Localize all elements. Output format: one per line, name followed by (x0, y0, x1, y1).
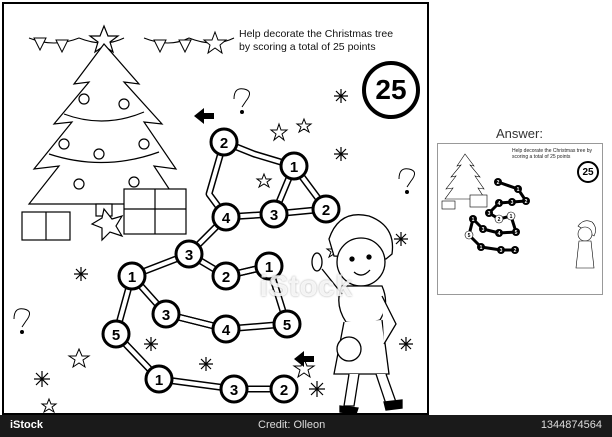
svg-text:3: 3 (488, 211, 491, 217)
svg-text:1: 1 (290, 159, 298, 176)
instructions-line-1: Help decorate the Christmas tree (239, 28, 394, 40)
svg-text:3: 3 (511, 200, 514, 206)
instructions-line-2: by scoring a total of 25 points (239, 41, 376, 53)
answer-artwork: 2 1 2 3 4 3 2 1 1 3 4 5 5 1 3 2 (441, 153, 596, 269)
presents (21, 188, 187, 242)
target-score: 25 (362, 61, 420, 119)
svg-text:5: 5 (468, 233, 471, 239)
svg-text:2: 2 (322, 202, 330, 219)
answer-thumbnail: 2 1 2 3 4 3 2 1 1 3 4 5 5 1 3 2 Help dec… (437, 143, 603, 295)
answer-label: Answer: (496, 126, 543, 141)
node-11[interactable]: 5 (272, 309, 302, 339)
node-5[interactable]: 3 (174, 239, 204, 269)
watermark: iStock (259, 270, 353, 303)
node-1[interactable]: 1 (279, 151, 309, 181)
node-0[interactable]: 2 (209, 127, 239, 157)
svg-text:1: 1 (265, 259, 273, 276)
answer-nodes: 2 1 2 3 4 3 2 1 1 3 4 5 5 1 3 2 (464, 178, 530, 254)
svg-text:1: 1 (472, 217, 475, 223)
node-6[interactable]: 2 (211, 261, 241, 291)
svg-text:4: 4 (498, 201, 501, 207)
svg-text:3: 3 (230, 382, 238, 399)
svg-text:3: 3 (500, 248, 503, 254)
node-3[interactable]: 3 (259, 199, 289, 229)
svg-text:2: 2 (525, 199, 528, 205)
node-9[interactable]: 3 (151, 299, 181, 329)
svg-text:3: 3 (185, 247, 193, 264)
node-13[interactable]: 1 (144, 364, 174, 394)
puzzle-frame: 2 1 2 3 4 3 2 1 1 3 4 5 5 1 3 2 (2, 2, 429, 415)
svg-text:4: 4 (222, 210, 231, 227)
svg-text:1: 1 (128, 269, 136, 286)
svg-text:1: 1 (480, 245, 483, 251)
node-4[interactable]: 4 (211, 202, 241, 232)
svg-text:2: 2 (220, 135, 228, 152)
footer-bar: iStock Credit: Olleon 1344874564 (0, 415, 612, 437)
answer-instructions: Help decorate the Christmas tree by scor… (512, 148, 593, 160)
svg-text:2: 2 (280, 382, 288, 399)
svg-text:2: 2 (497, 180, 500, 186)
svg-text:3: 3 (162, 307, 170, 324)
node-10[interactable]: 4 (211, 314, 241, 344)
svg-text:1: 1 (517, 187, 520, 193)
svg-text:2: 2 (222, 269, 230, 286)
puzzle-instructions: Help decorate the Christmas tree by scor… (239, 28, 419, 54)
svg-text:2: 2 (514, 248, 517, 254)
svg-text:1: 1 (510, 214, 513, 220)
node-12[interactable]: 5 (101, 319, 131, 349)
svg-text:4: 4 (222, 322, 231, 339)
puzzle-artwork: 2 1 2 3 4 3 2 1 1 3 4 5 5 1 3 2 (13, 24, 415, 413)
answer-target-score: 25 (577, 161, 599, 183)
stars-and-snowflakes (13, 30, 415, 413)
footer-image-id: 1344874564 (540, 419, 602, 431)
node-14[interactable]: 3 (219, 374, 249, 404)
svg-text:5: 5 (283, 317, 291, 334)
node-8[interactable]: 1 (117, 261, 147, 291)
svg-text:2: 2 (498, 217, 501, 223)
svg-text:3: 3 (270, 207, 278, 224)
garland-decoration (28, 37, 235, 54)
svg-text:3: 3 (482, 227, 485, 233)
footer-credit: Credit: Olleon (258, 419, 326, 431)
node-15[interactable]: 2 (269, 374, 299, 404)
svg-text:4: 4 (498, 231, 501, 237)
node-7[interactable]: 1 (254, 251, 284, 281)
svg-text:1: 1 (155, 372, 163, 389)
girl-character (311, 214, 403, 413)
footer-brand: iStock (10, 419, 44, 431)
svg-text:5: 5 (112, 327, 120, 344)
christmas-tree (27, 24, 181, 217)
svg-text:5: 5 (515, 230, 518, 236)
arrow-markers (194, 108, 314, 367)
number-nodes: 2 1 2 3 4 3 2 1 1 3 4 5 5 1 3 2 (101, 127, 341, 404)
node-2[interactable]: 2 (311, 194, 341, 224)
